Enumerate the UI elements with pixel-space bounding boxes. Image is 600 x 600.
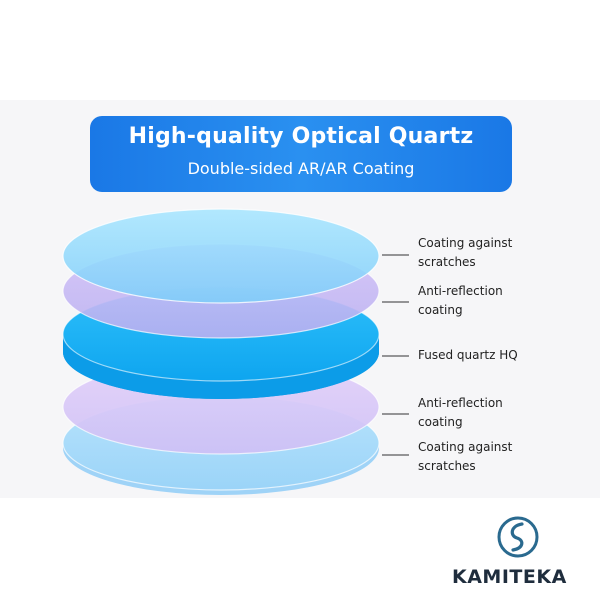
brand-part-2: TEKA [509,566,567,588]
label-line: scratches [418,255,476,269]
label-line: Anti-reflection [418,284,503,298]
label-line: coating [418,303,463,317]
swirl-circle-logo-icon [497,516,539,558]
banner-subtitle: Double-sided AR/AR Coating [187,159,415,178]
brand-part-1: KAMI [452,566,510,588]
label-line: coating [418,415,463,429]
label-line: Coating against [418,440,513,454]
label-top-ar-coating: Anti-reflection coating [418,282,558,320]
banner-title: High-quality Optical Quartz [128,124,474,149]
layer-top-scratch-coating [62,208,380,304]
label-line: scratches [418,459,476,473]
title-banner: High-quality Optical Quartz Double-sided… [90,116,512,192]
brand-wordmark: KAMITEKA [452,566,567,588]
label-bottom-ar-coating: Anti-reflection coating [418,394,558,432]
label-bottom-scratch-coating: Coating against scratches [418,438,558,476]
label-line: Fused quartz HQ [418,348,518,362]
label-top-scratch-coating: Coating against scratches [418,234,558,272]
label-fused-quartz: Fused quartz HQ [418,346,558,365]
label-line: Anti-reflection [418,396,503,410]
leader-lines [382,254,409,456]
label-line: Coating against [418,236,513,250]
